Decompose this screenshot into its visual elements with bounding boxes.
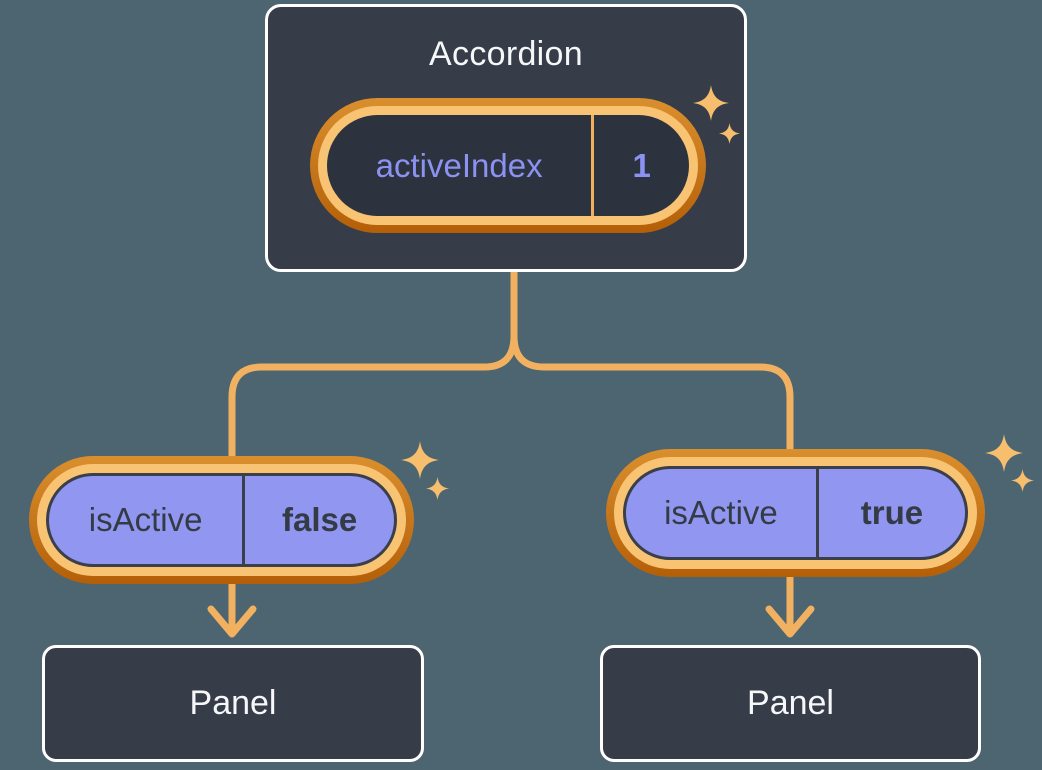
prop-pill-isactive-left: isActive false: [29, 456, 414, 584]
prop-pill-ring: isActive false: [37, 464, 406, 576]
connector-branch-right: [510, 332, 794, 459]
prop-value: true: [860, 494, 924, 531]
panel-title: Panel: [747, 684, 834, 722]
sparkle-icon: [401, 441, 439, 479]
sparkle-icon: [1011, 469, 1034, 492]
prop-pill-body: isActive true: [623, 466, 968, 560]
sparkle-icon: [426, 477, 449, 500]
prop-name: isActive: [88, 501, 203, 538]
panel-node-right: Panel: [600, 645, 981, 762]
prop-value: false: [281, 501, 358, 538]
down-arrow-left-head: [207, 605, 257, 638]
sparkle-icon: [985, 434, 1023, 472]
state-value: 1: [632, 146, 651, 184]
prop-name: isActive: [664, 494, 778, 531]
state-name: activeIndex: [375, 146, 543, 184]
pill-divider: [591, 115, 595, 216]
pill-divider: [815, 469, 819, 557]
prop-pill-body: isActive false: [46, 473, 397, 567]
connector-branch-left: [228, 266, 518, 466]
state-pill-activeindex: activeIndex 1: [310, 98, 706, 233]
prop-pill-ring: isActive true: [614, 457, 977, 569]
accordion-title: Accordion: [429, 35, 583, 73]
panel-node-left: Panel: [42, 645, 424, 762]
state-pill-body: activeIndex 1: [327, 115, 689, 216]
state-pill-ring: activeIndex 1: [318, 106, 698, 225]
down-arrow-right-head: [765, 605, 815, 638]
prop-pill-isactive-right: isActive true: [606, 449, 985, 577]
pill-divider: [242, 476, 246, 564]
panel-title: Panel: [189, 684, 277, 722]
